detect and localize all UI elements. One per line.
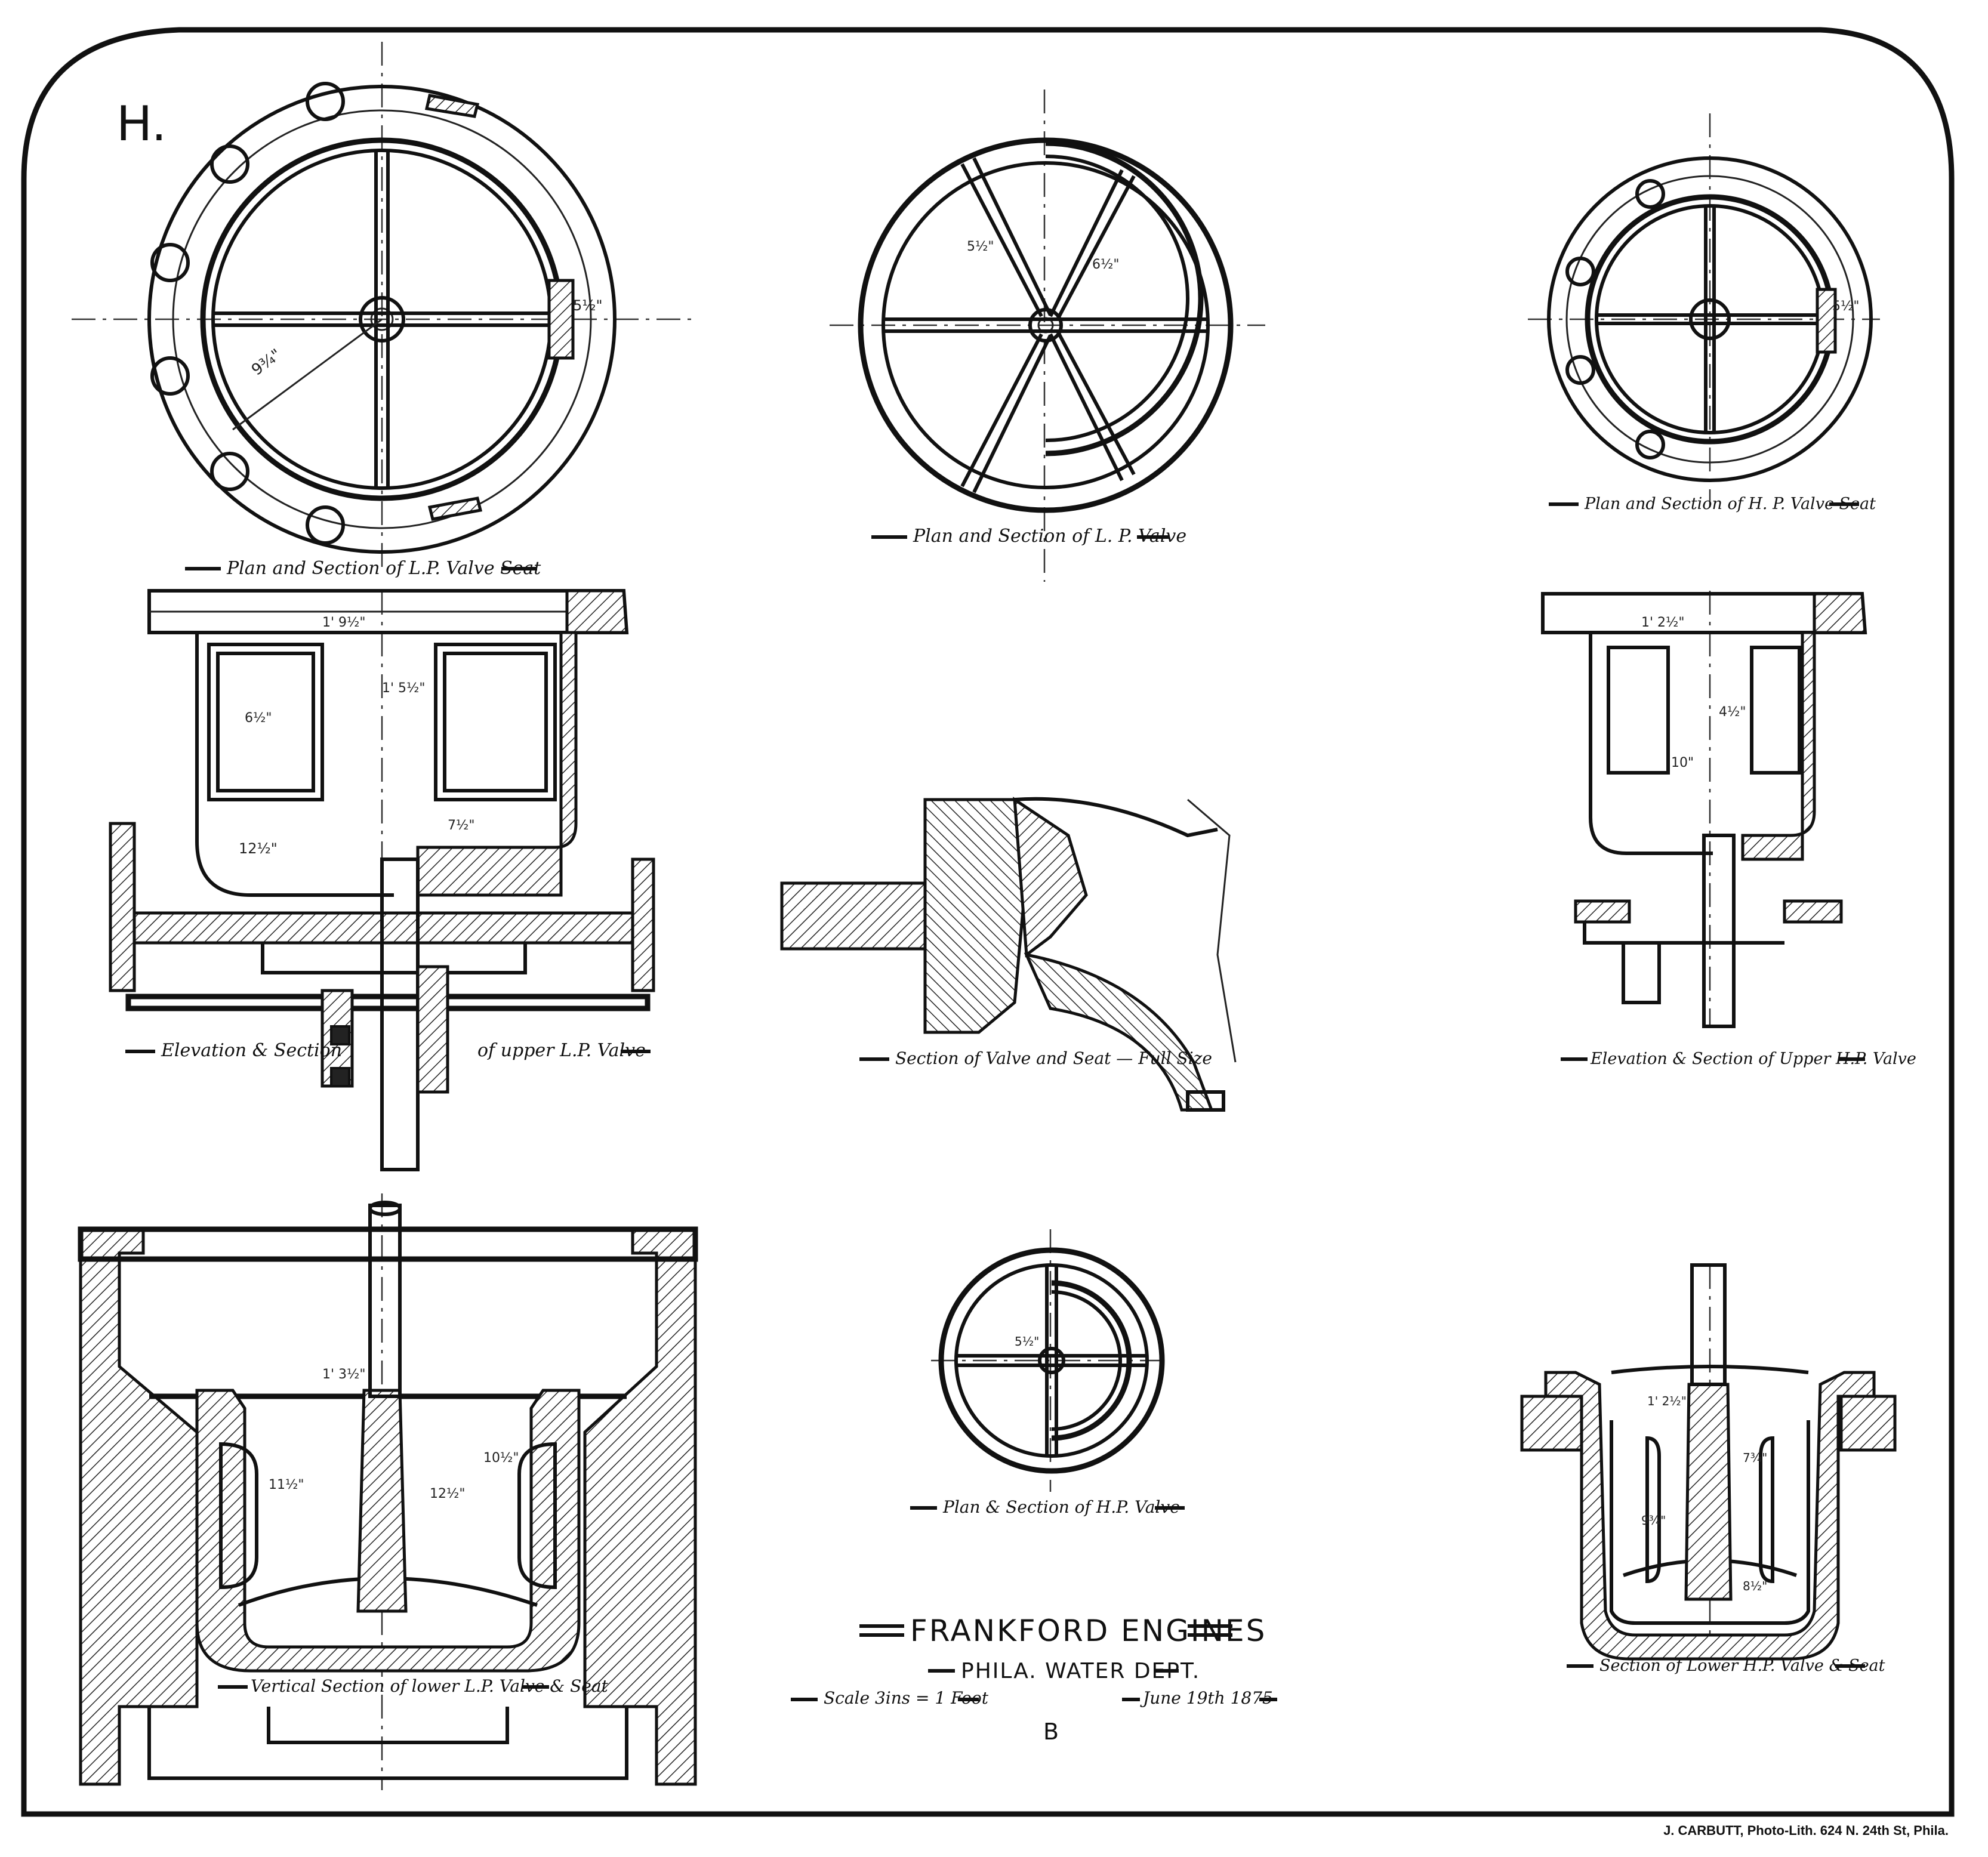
lower-hp-caption: Section of Lower H.P. Valve & Seat <box>1567 1657 1885 1675</box>
lower-hp-section: 1' 2½" 9¾" 7¾" 8½" <box>1520 1263 1897 1661</box>
svg-text:5½": 5½" <box>1015 1334 1039 1349</box>
upper-hp-elevation: 10" 1' 2½" 4½" <box>1541 591 1867 1028</box>
svg-text:of upper L.P. Valve: of upper L.P. Valve <box>477 1040 646 1061</box>
svg-text:1' 2½": 1' 2½" <box>1647 1394 1687 1408</box>
lp-valve-plan-caption: Plan and Section of L. P. Valve <box>871 526 1186 547</box>
svg-text:6½": 6½" <box>1092 257 1119 272</box>
svg-text:1' 9½": 1' 9½" <box>322 615 365 630</box>
svg-text:Elevation & Section: Elevation & Section <box>161 1040 342 1061</box>
upper-lp-caption: Elevation & Section of upper L.P. Valve <box>125 1040 651 1061</box>
svg-text:5½": 5½" <box>573 297 603 314</box>
printer-imprint: J. CARBUTT, Photo-Lith. 624 N. 24th St, … <box>1663 1823 1949 1838</box>
svg-text:7¾": 7¾" <box>1743 1451 1767 1465</box>
lower-lp-section: 1' 3½" 11½" 12½" 10½" <box>78 1193 698 1790</box>
svg-text:1' 3½": 1' 3½" <box>322 1367 365 1382</box>
svg-text:Plan and Section of L.P. Valve: Plan and Section of L.P. Valve Seat <box>226 558 541 579</box>
svg-text:1' 2½": 1' 2½" <box>1641 615 1684 630</box>
svg-text:Plan and Section of H. P. Valv: Plan and Section of H. P. Valve Seat <box>1584 495 1876 513</box>
svg-text:7½": 7½" <box>448 818 474 833</box>
full-size-caption: Section of Valve and Seat — Full Size <box>859 1048 1212 1068</box>
svg-text:9¾": 9¾" <box>248 346 285 379</box>
svg-text:6½": 6½" <box>245 711 272 726</box>
hp-valve-plan-caption: Plan & Section of H.P. Valve <box>910 1497 1185 1517</box>
title-block: FRANKFORD ENGINES PHILA. WATER DEPT. Sca… <box>791 1614 1277 1745</box>
svg-text:4½": 4½" <box>1719 705 1746 720</box>
sheet-letter: H. <box>116 96 167 152</box>
upper-hp-caption: Elevation & Section of Upper H.P. Valve <box>1561 1050 1916 1068</box>
bolt-hole-lug <box>150 82 345 545</box>
svg-text:11½": 11½" <box>269 1477 304 1492</box>
svg-text:5½": 5½" <box>967 239 994 254</box>
svg-text:Vertical Section of lower L.P.: Vertical Section of lower L.P. Valve & S… <box>251 1676 609 1696</box>
initial-mark: B <box>1043 1719 1059 1745</box>
drawing-title: FRANKFORD ENGINES <box>910 1614 1266 1648</box>
lp-seat-plan-view: 9¾" 5½" <box>72 42 692 567</box>
lower-lp-caption: Vertical Section of lower L.P. Valve & S… <box>218 1676 609 1696</box>
svg-text:Plan & Section of H.P. Valve: Plan & Section of H.P. Valve <box>942 1497 1180 1517</box>
svg-text:5½": 5½" <box>1832 299 1859 314</box>
svg-text:9¾": 9¾" <box>1641 1513 1666 1528</box>
svg-text:12½": 12½" <box>430 1486 465 1501</box>
lp-valve-plan-view: 5½" 6½" <box>830 90 1265 582</box>
full-size-section <box>780 797 1237 1112</box>
date: June 19th 1875 <box>1140 1688 1273 1708</box>
svg-text:10½": 10½" <box>483 1451 519 1466</box>
svg-text:1' 5½": 1' 5½" <box>382 681 425 696</box>
svg-text:12½": 12½" <box>239 840 278 857</box>
sheet-border <box>21 27 1955 1817</box>
hp-seat-plan-caption: Plan and Section of H. P. Valve Seat <box>1549 495 1876 513</box>
upper-lp-elevation: 12½" 1' 9½" 1' 5½" 6½" 7½" <box>109 589 655 1171</box>
lp-seat-plan-caption: Plan and Section of L.P. Valve Seat <box>185 558 541 579</box>
hp-seat-plan-view: 5½" <box>1528 113 1880 507</box>
hp-valve-plan-view: 5½" <box>931 1229 1170 1492</box>
svg-text:Elevation & Section of Upper H: Elevation & Section of Upper H.P. Valve <box>1590 1050 1916 1068</box>
svg-text:Section of Valve and Seat — Fu: Section of Valve and Seat — Full Size <box>895 1048 1212 1068</box>
svg-text:10": 10" <box>1671 755 1694 770</box>
svg-text:8½": 8½" <box>1743 1579 1767 1593</box>
